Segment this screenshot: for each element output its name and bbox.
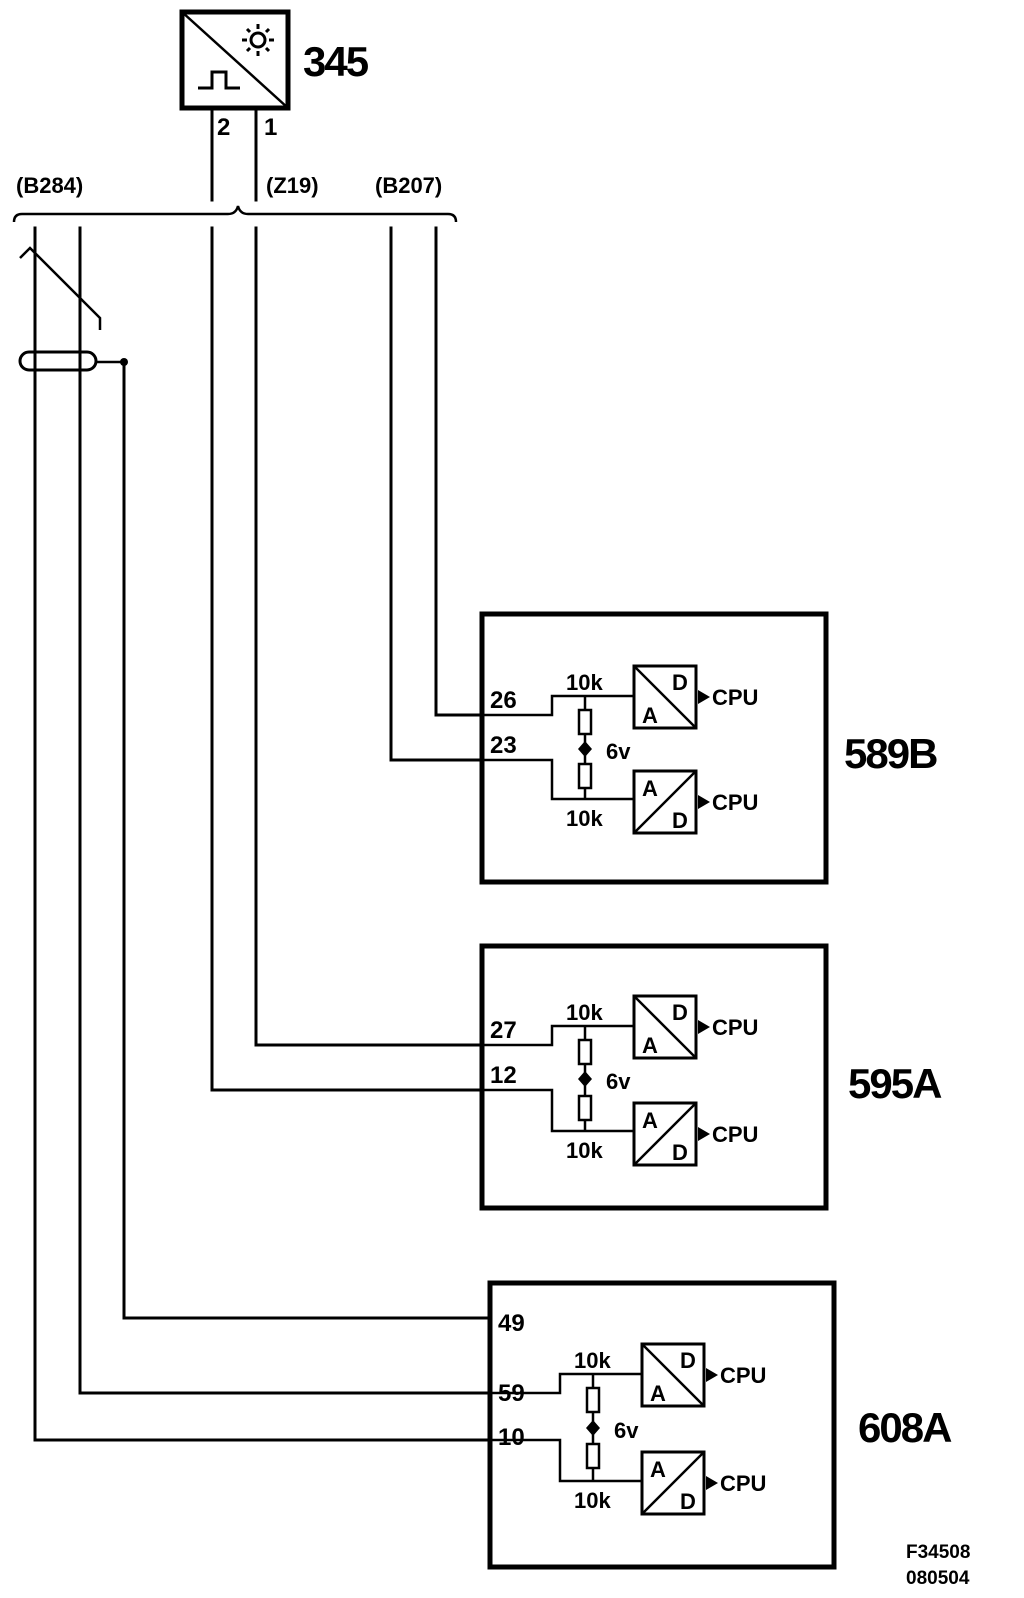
harness-label-right: (B207)	[375, 173, 442, 198]
svg-text:A: A	[650, 1457, 666, 1482]
ad-converter-top: A D	[632, 664, 698, 730]
resistor-top	[585, 1386, 601, 1414]
resistor-bottom	[577, 1094, 593, 1122]
module-id: 589B	[844, 730, 937, 777]
output-bottom: CPU	[720, 1471, 766, 1496]
svg-text:D: D	[680, 1348, 696, 1373]
svg-text:A: A	[642, 703, 658, 728]
arrow-icon	[698, 1127, 710, 1141]
svg-text:A: A	[642, 1033, 658, 1058]
module-589B: 589B 26 23 6v 10k 10k A D A D CPU CPU	[479, 611, 939, 885]
module-595A: 595A 27 12 6v 10k 10k A D A D CPU CPU	[479, 943, 944, 1211]
pin-extra: 49	[498, 1310, 525, 1337]
wires	[18, 106, 492, 1442]
sun-icon	[242, 24, 274, 56]
res-top-label: 10k	[574, 1348, 611, 1373]
ad-converter-bottom: A D	[632, 769, 698, 835]
resistor-bottom	[585, 1442, 601, 1470]
arrow-icon	[698, 1020, 710, 1034]
harness-label-mid: (Z19)	[266, 173, 319, 198]
output-top: CPU	[712, 1015, 758, 1040]
harness-label-left: (B284)	[16, 173, 83, 198]
arrow-icon	[698, 690, 710, 704]
output-top: CPU	[712, 685, 758, 710]
module-id: 595A	[848, 1060, 942, 1107]
supply-label: 6v	[614, 1418, 639, 1443]
resistor-top	[577, 1038, 593, 1066]
pin-top: 26	[490, 687, 517, 714]
shield-sleeve	[18, 350, 98, 372]
sensor-diagonal	[181, 11, 289, 109]
svg-text:D: D	[680, 1489, 696, 1514]
svg-text:A: A	[650, 1381, 666, 1406]
harness-bracket	[12, 205, 458, 223]
output-bottom: CPU	[712, 790, 758, 815]
sensor-id: 345	[303, 38, 369, 85]
figure-number: F34508	[906, 1542, 970, 1563]
ad-converter-top: A D	[640, 1342, 706, 1408]
res-top-label: 10k	[566, 670, 603, 695]
res-top-label: 10k	[566, 1000, 603, 1025]
twisted-pair-mark	[19, 246, 102, 330]
module-id: 608A	[858, 1404, 952, 1451]
arrow-icon	[706, 1476, 718, 1490]
sensor-345: 345 2 1	[179, 9, 371, 141]
sensor-pin-2: 2	[217, 114, 230, 141]
res-bottom-label: 10k	[566, 1138, 603, 1163]
svg-text:D: D	[672, 670, 688, 695]
pin-bottom: 12	[490, 1062, 517, 1089]
resistor-top	[577, 708, 593, 736]
module-608A: 608A 49 59 10 6v 10k 10k A D A D CPU CPU	[487, 1280, 954, 1570]
ad-converter-top: A D	[632, 994, 698, 1060]
resistor-bottom	[577, 762, 593, 790]
supply-label: 6v	[606, 739, 631, 764]
ad-converter-bottom: A D	[632, 1101, 698, 1167]
sensor-pin-1: 1	[264, 114, 277, 141]
svg-text:A: A	[642, 776, 658, 801]
arrow-icon	[698, 795, 710, 809]
shield-ground-dot	[120, 358, 128, 366]
pin-bottom: 23	[490, 732, 517, 759]
svg-text:A: A	[642, 1108, 658, 1133]
figure-date: 080504	[906, 1568, 970, 1589]
res-bottom-label: 10k	[566, 806, 603, 831]
ad-converter-bottom: A D	[640, 1450, 706, 1516]
res-bottom-label: 10k	[574, 1488, 611, 1513]
svg-text:D: D	[672, 1140, 688, 1165]
svg-text:D: D	[672, 808, 688, 833]
arrow-icon	[706, 1368, 718, 1382]
output-bottom: CPU	[712, 1122, 758, 1147]
pulse-icon	[198, 70, 240, 90]
svg-text:D: D	[672, 1000, 688, 1025]
pin-top: 27	[490, 1017, 517, 1044]
supply-label: 6v	[606, 1069, 631, 1094]
output-top: CPU	[720, 1363, 766, 1388]
pin-bottom: 10	[498, 1424, 525, 1451]
